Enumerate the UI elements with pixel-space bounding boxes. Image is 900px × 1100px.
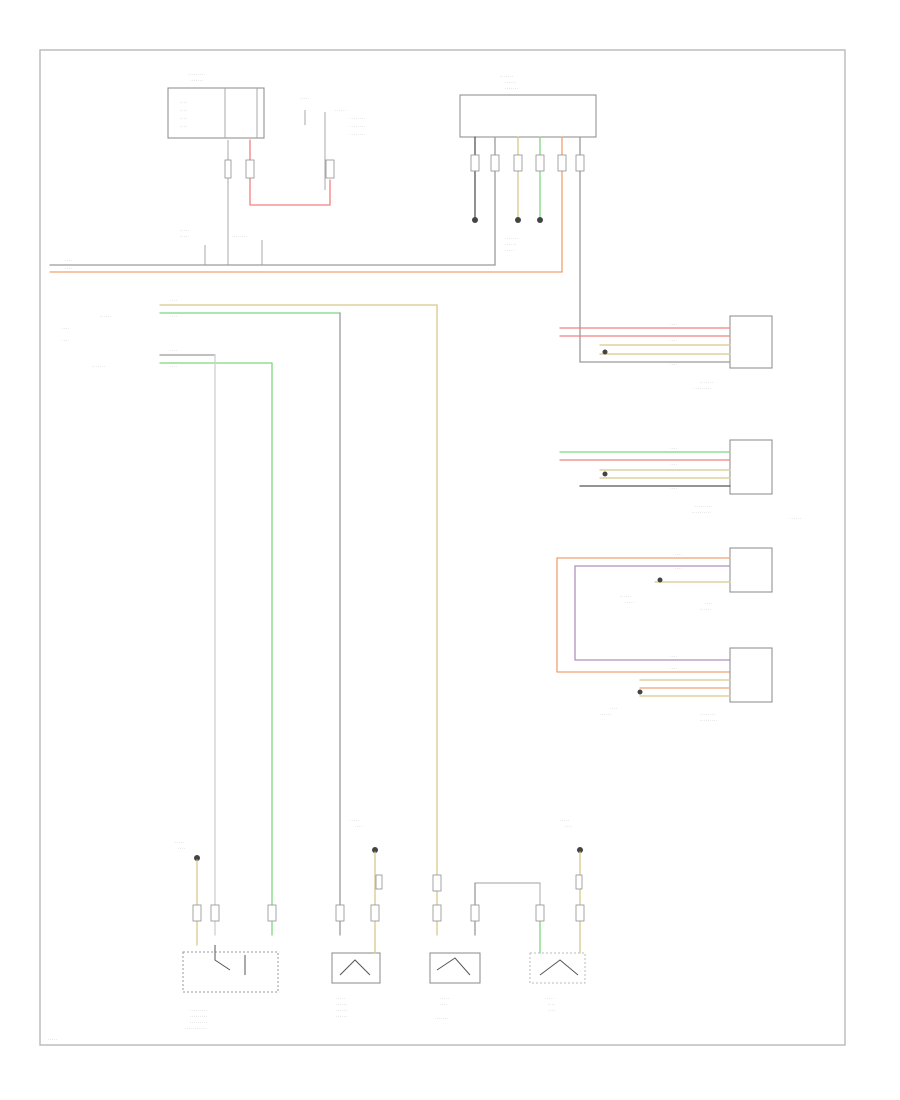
- svg-text:· · · · ·: · · · · ·: [180, 235, 189, 239]
- right-rear-latch: · · · · · · · · · · · · · · · ·: [429, 882, 541, 1021]
- svg-text:· · · · ·: · · · · ·: [175, 841, 184, 845]
- svg-text:· · · ·: · · · ·: [670, 655, 677, 659]
- red-wire-loop: [249, 139, 331, 206]
- svg-text:· · · · · ·: · · · · · ·: [505, 81, 516, 85]
- control-unit: · · · · · · · · · · · · · · · · · · · ·: [459, 75, 597, 138]
- svg-text:· · · ·: · · · ·: [62, 327, 69, 331]
- svg-text:· · · ·: · · · ·: [675, 553, 682, 557]
- svg-text:· · · · · · · · ·: · · · · · · · · ·: [695, 505, 712, 509]
- svg-text:· · · ·: · · · ·: [355, 825, 362, 829]
- svg-text:· · · · · · · ·: · · · · · · · ·: [350, 117, 365, 121]
- svg-text:· · · ·: · · · ·: [170, 315, 177, 319]
- driver-door-lock: · · · · · · · · · · · · · · · · · · · · …: [559, 315, 773, 391]
- control-unit-pins: · · · · · · · · · · · · · · · · · ·: [470, 136, 585, 363]
- svg-text:· · · · · ·: · · · · · ·: [336, 1009, 347, 1013]
- svg-text:· · · ·: · · · ·: [705, 602, 712, 606]
- svg-text:· · · · · ·: · · · · · ·: [505, 243, 516, 247]
- svg-text:· · · ·: · · · ·: [65, 267, 72, 271]
- left-rear-lock: · · · · · · · · · · · · · · · · · · · · …: [556, 547, 773, 673]
- svg-text:· · · · ·: · · · · ·: [180, 229, 189, 233]
- svg-text:· · · ·: · · · ·: [675, 567, 682, 571]
- svg-text:· · · · · · · · ·: · · · · · · · · ·: [190, 1015, 207, 1019]
- svg-text:· · · · · · · ·: · · · · · · · ·: [350, 125, 365, 129]
- svg-text:· · · · · ·: · · · · · ·: [790, 517, 801, 521]
- svg-text:· · · · · · · · ·: · · · · · · · · ·: [190, 1021, 207, 1025]
- signal-lines: · · · · · · · · · · · · · · · · · · · · …: [62, 299, 438, 936]
- svg-text:· · · · ·: · · · · ·: [48, 1038, 57, 1042]
- svg-text:· · · · · ·: · · · · · ·: [100, 315, 111, 319]
- svg-text:· · · · · ·: · · · · · ·: [335, 109, 346, 113]
- svg-text:· · · · · ·: · · · · · ·: [700, 608, 711, 612]
- svg-text:· · · · · · ·: · · · · · · ·: [435, 1017, 448, 1021]
- svg-text:· · · · · · ·: · · · · · · ·: [505, 237, 518, 241]
- svg-text:· · · ·: · · · ·: [548, 1009, 555, 1013]
- svg-text:· · · ·: · · · ·: [170, 349, 177, 353]
- svg-text:· · · · · · ·: · · · · · · ·: [700, 381, 713, 385]
- svg-text:· · · ·: · · · ·: [65, 259, 72, 263]
- svg-text:· · · ·: · · · ·: [610, 707, 617, 711]
- trunk-lid-actuator: · · · · · · · · · · · · · · · · · · · · …: [331, 819, 381, 1019]
- svg-text:· · · ·: · · · ·: [670, 667, 677, 671]
- svg-text:· · · ·: · · · ·: [62, 339, 69, 343]
- svg-text:· · · · · · · ·: · · · · · · · ·: [350, 133, 365, 137]
- svg-text:· · · · · · · ·: · · · · · · · ·: [700, 713, 715, 717]
- svg-text:· · · · ·: · · · · ·: [440, 997, 449, 1001]
- svg-text:· · · · · · · · · ·: · · · · · · · · · ·: [692, 511, 711, 515]
- svg-text:· · · ·: · · · ·: [180, 109, 187, 113]
- fuse-box: · · · · · · · · · · · · · · · · · · · · …: [167, 73, 265, 139]
- svg-text:· · · · ·: · · · · ·: [505, 249, 514, 253]
- diagram-frame: [39, 49, 846, 1046]
- bus-lines: · · · · · · · · · · · · · · · · · · · · …: [49, 229, 563, 273]
- svg-text:· · · ·: · · · ·: [180, 125, 187, 129]
- svg-text:· · · · · · ·: · · · · · · ·: [92, 365, 105, 369]
- svg-text:· · · · ·: · · · · ·: [300, 97, 309, 101]
- svg-text:· · · · ·: · · · · ·: [350, 819, 359, 823]
- svg-text:· · · · · ·: · · · · · ·: [620, 595, 631, 599]
- svg-text:· · · ·: · · · ·: [178, 847, 185, 851]
- fuse-label: · · · · · · · · · · · · · · · · · · · · …: [300, 97, 365, 190]
- svg-text:· · · · · · · · ·: · · · · · · · · ·: [188, 73, 205, 77]
- left-rear-latch: · · · · · · · · · · · · · · · · · · · · …: [529, 819, 586, 1013]
- svg-text:· · · · · · · · ·: · · · · · · · · ·: [190, 1009, 207, 1013]
- svg-text:· · · · · ·: · · · · · ·: [336, 1015, 347, 1019]
- svg-text:· · · · · · · · · · ·: · · · · · · · · · · ·: [185, 1027, 206, 1031]
- svg-text:· · · · · ·: · · · · · ·: [336, 1003, 347, 1007]
- passenger-door-lock: · · · · · · · · · · · · · · · · · · · · …: [559, 439, 801, 521]
- svg-text:· · · · · · · · ·: · · · · · · · · ·: [700, 719, 717, 723]
- svg-text:· · · ·: · · · ·: [670, 339, 677, 343]
- svg-text:· · · ·: · · · ·: [670, 447, 677, 451]
- right-rear-lock: · · · · · · · · · · · · · · · · · · · · …: [600, 647, 773, 723]
- svg-text:· · · ·: · · · ·: [670, 323, 677, 327]
- svg-text:· · · ·: · · · ·: [180, 101, 187, 105]
- svg-text:· · · · · · · · ·: · · · · · · · · ·: [694, 387, 711, 391]
- svg-text:· · · ·: · · · ·: [670, 363, 677, 367]
- svg-text:· · · ·: · · · ·: [170, 365, 177, 369]
- svg-text:· · · · ·: · · · · ·: [625, 601, 634, 605]
- svg-text:· · · ·: · · · ·: [565, 825, 572, 829]
- svg-text:· · · · ·: · · · · ·: [336, 997, 345, 1001]
- svg-text:· · · · ·: · · · · ·: [560, 819, 569, 823]
- svg-text:· · · · · · ·: · · · · · · ·: [505, 87, 518, 91]
- svg-text:· · · · ·: · · · · ·: [545, 997, 554, 1001]
- svg-text:· · · ·: · · · ·: [440, 1003, 447, 1007]
- svg-text:· · · · · · ·: · · · · · · ·: [190, 79, 203, 83]
- svg-text:· · · ·: · · · ·: [670, 487, 677, 491]
- svg-text:· · · ·: · · · ·: [180, 117, 187, 121]
- svg-text:· · · · · ·: · · · · · ·: [600, 713, 611, 717]
- svg-text:· · · ·: · · · ·: [670, 463, 677, 467]
- svg-text:· · · · · · ·: · · · · · · ·: [500, 75, 513, 79]
- svg-text:· · · · · · · ·: · · · · · · · ·: [232, 235, 247, 239]
- trunk-lid-switch: · · · · · · · · · · · · · · · · · · · · …: [175, 841, 279, 1031]
- svg-text:· · · ·: · · · ·: [170, 299, 177, 303]
- svg-text:· · · ·: · · · ·: [548, 1003, 555, 1007]
